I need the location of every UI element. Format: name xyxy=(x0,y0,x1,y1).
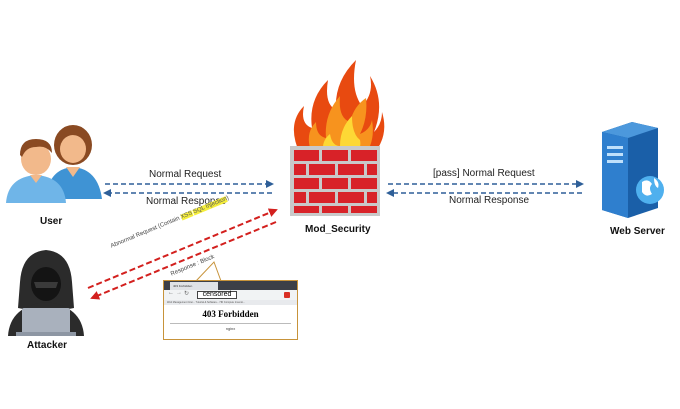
user-label: User xyxy=(40,216,63,227)
browser-tab-bar: 403 Forbidden xyxy=(164,281,297,290)
divider xyxy=(170,323,291,324)
firewall-icon xyxy=(290,60,385,216)
label-normal-response-left: Normal Response xyxy=(146,196,227,207)
attacker-label: Attacker xyxy=(27,340,68,351)
user-icon xyxy=(6,125,102,203)
attacker-icon xyxy=(8,250,84,336)
server-name: nginx xyxy=(225,326,236,331)
label-normal-response-right: Normal Response xyxy=(449,195,530,206)
web-server-label: Web Server xyxy=(610,226,665,237)
browser-tab: 403 Forbidden xyxy=(170,282,218,290)
browser-screenshot: 403 Forbidden ← → ↻ censored Web Managem… xyxy=(163,280,298,340)
web-server-icon xyxy=(602,122,664,218)
browser-callout-pointer xyxy=(195,261,222,282)
forward-icon: → xyxy=(176,290,182,296)
arrow-response-block xyxy=(90,221,277,300)
browser-url: censored xyxy=(197,291,237,299)
browser-address-bar: ← → ↻ censored xyxy=(164,290,297,300)
forbidden-heading: 403 Forbidden xyxy=(202,309,259,319)
extension-icon xyxy=(284,292,290,298)
arrow-abnormal-request xyxy=(87,208,278,289)
back-icon: ← xyxy=(168,290,174,296)
mod-security-label: Mod_Security xyxy=(305,224,371,235)
label-normal-request-left: Normal Request xyxy=(149,169,222,180)
label-normal-request-right: [pass] Normal Request xyxy=(433,168,535,179)
reload-icon: ↻ xyxy=(184,291,190,297)
browser-bookmarks-bar: Web Management Inter... Tutorial & Softw… xyxy=(164,300,297,305)
